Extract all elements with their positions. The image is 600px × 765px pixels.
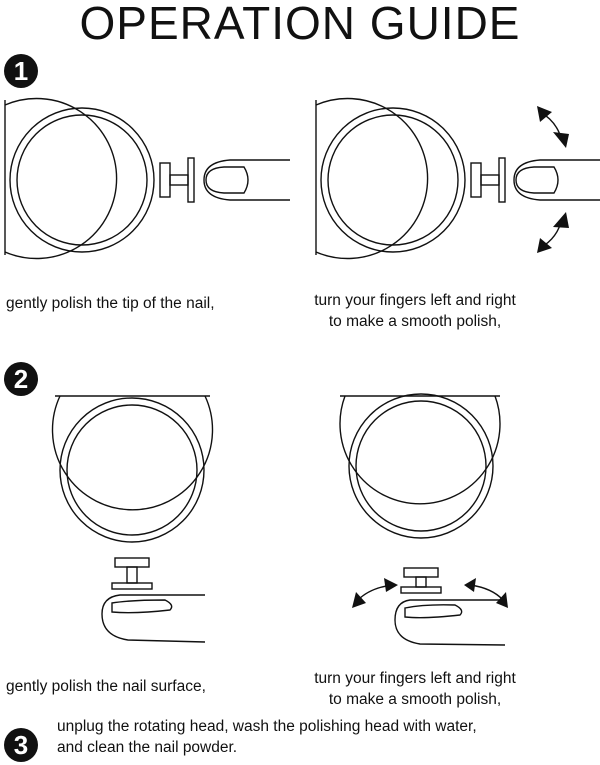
rotate-arrow-right-icon bbox=[464, 578, 508, 608]
step-3-badge: 3 bbox=[4, 728, 38, 762]
finger-right-2 bbox=[394, 599, 506, 646]
finger-left-2 bbox=[101, 594, 206, 643]
rotate-arrow-down-icon bbox=[537, 212, 569, 253]
finger-left-1 bbox=[203, 159, 290, 201]
step-2-badge: 2 bbox=[4, 362, 38, 396]
rotate-arrow-left-icon bbox=[352, 578, 398, 608]
step-2-caption-left: gently polish the nail surface, bbox=[6, 678, 206, 695]
device-right-2 bbox=[339, 393, 501, 594]
step-1-caption-right: turn your fingers left and right to make… bbox=[314, 292, 516, 330]
device-right-1 bbox=[315, 97, 506, 260]
step-1-badge: 1 bbox=[4, 54, 38, 88]
page-title: OPERATION GUIDE bbox=[79, 0, 521, 49]
step-2-caption-right: turn your fingers left and right to make… bbox=[314, 670, 516, 708]
finger-right-1 bbox=[513, 159, 600, 201]
rotate-arrow-up-icon bbox=[537, 106, 569, 148]
step-3-text: unplug the rotating head, wash the polis… bbox=[57, 718, 477, 756]
device-left-1 bbox=[4, 97, 195, 260]
device-left-2 bbox=[51, 395, 214, 590]
step-1-caption-left: gently polish the tip of the nail, bbox=[6, 295, 215, 312]
